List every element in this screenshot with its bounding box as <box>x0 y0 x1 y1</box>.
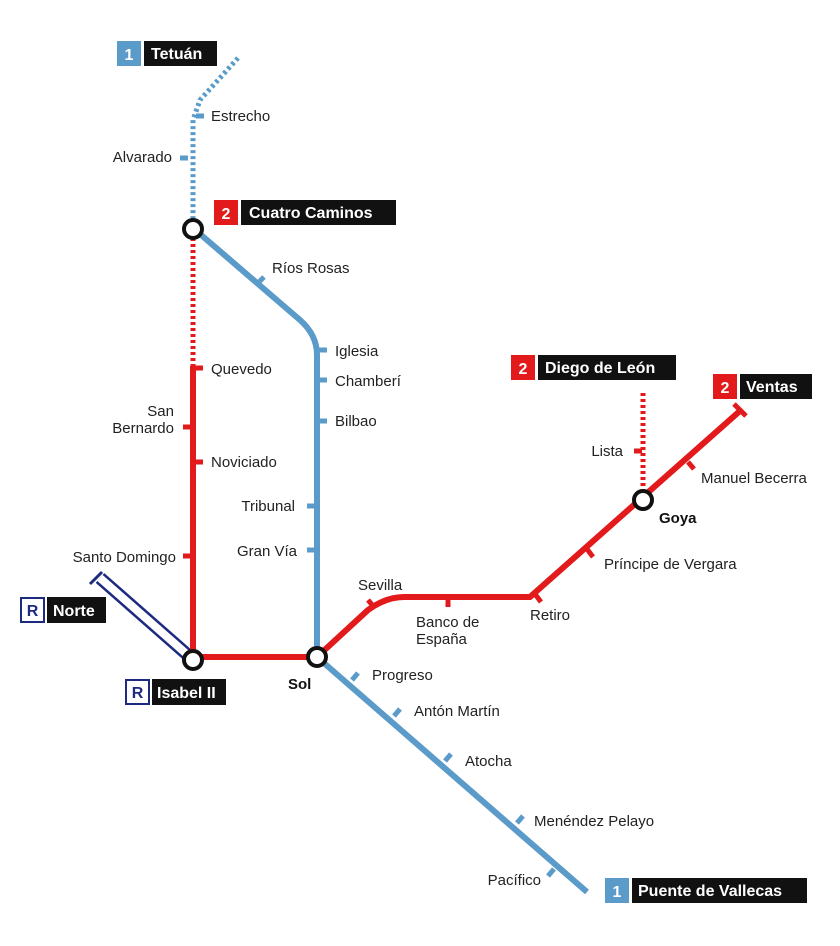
ramal-badge-letter: R <box>27 603 39 620</box>
line-1-badge-number: 1 <box>125 47 134 64</box>
ramal-badge-norte <box>20 597 45 623</box>
station-banco-espana-line1[interactable]: Banco de <box>416 614 479 631</box>
station-anton-martin[interactable]: Antón Martín <box>414 703 500 720</box>
line-2-badge-ventas <box>713 374 737 399</box>
line-2-badge-cuatro <box>214 200 238 225</box>
ramal-badge-isabel <box>125 679 150 705</box>
interchange-isabel-ii[interactable] <box>182 649 204 671</box>
tick-menendez-pelayo <box>515 814 525 825</box>
line-1-badge-vallecas <box>605 878 629 903</box>
terminus-cuatro-caminos[interactable]: 2 Cuatro Caminos <box>214 200 396 225</box>
line-1-badge <box>117 41 141 66</box>
tick-retiro <box>533 592 543 604</box>
terminus-diego-de-leon-bg <box>538 355 676 380</box>
station-manuel-becerra[interactable]: Manuel Becerra <box>701 470 808 487</box>
station-goya[interactable]: Goya <box>659 510 697 527</box>
terminus-ventas[interactable]: 2 Ventas <box>713 374 812 399</box>
station-lista[interactable]: Lista <box>591 443 623 460</box>
station-bilbao[interactable]: Bilbao <box>335 413 377 430</box>
tick-rios-rosas <box>256 275 266 285</box>
station-principe-vergara[interactable]: Príncipe de Vergara <box>604 556 737 573</box>
line-2-badge-number: 2 <box>519 361 528 378</box>
terminus-cuatro-caminos-bg <box>241 200 396 225</box>
interchange-cuatro-caminos[interactable] <box>182 218 204 240</box>
station-progreso[interactable]: Progreso <box>372 667 433 684</box>
station-chamberi[interactable]: Chamberí <box>335 373 402 390</box>
station-labels: Estrecho Alvarado Ríos Rosas Iglesia Cha… <box>73 108 808 889</box>
station-san-bernardo-line1[interactable]: San <box>147 403 174 420</box>
tick-atocha <box>443 752 453 763</box>
station-iglesia[interactable]: Iglesia <box>335 343 379 360</box>
terminus-diego-de-leon[interactable]: 2 Diego de León <box>511 355 676 380</box>
line-2-badge-diego <box>511 355 535 380</box>
terminus-tetuan-label: Tetuán <box>151 46 202 63</box>
terminus-isabel-ii-bg <box>152 679 226 705</box>
station-sevilla[interactable]: Sevilla <box>358 577 403 594</box>
station-pacifico[interactable]: Pacífico <box>488 872 541 889</box>
station-santo-domingo[interactable]: Santo Domingo <box>73 549 176 566</box>
terminus-cuatro-caminos-label: Cuatro Caminos <box>249 205 373 222</box>
line-2-badge-number: 2 <box>721 380 730 397</box>
station-quevedo[interactable]: Quevedo <box>211 361 272 378</box>
terminus-isabel-ii[interactable]: R Isabel II <box>125 679 226 705</box>
station-rios-rosas[interactable]: Ríos Rosas <box>272 260 350 277</box>
tick-progreso <box>350 671 360 682</box>
station-estrecho[interactable]: Estrecho <box>211 108 270 125</box>
line-1-badge-number: 1 <box>613 884 622 901</box>
ramal-badge-letter: R <box>132 685 144 702</box>
ramal-line <box>88 570 195 662</box>
station-sol[interactable]: Sol <box>288 676 311 693</box>
terminus-isabel-ii-label: Isabel II <box>157 685 216 702</box>
line-1-main <box>191 225 589 895</box>
station-tribunal[interactable]: Tribunal <box>241 498 295 515</box>
terminus-diego-de-leon-label: Diego de León <box>545 360 655 377</box>
station-banco-espana-line2[interactable]: España <box>416 631 468 648</box>
line-1 <box>180 56 589 895</box>
station-san-bernardo-line2[interactable]: Bernardo <box>112 420 174 437</box>
terminus-norte-label: Norte <box>53 603 95 620</box>
terminus-norte-bg <box>47 597 106 623</box>
tick-anton-martin <box>392 707 402 718</box>
line-1-north-dotted <box>190 56 240 228</box>
interchanges <box>182 218 654 671</box>
ramal-track-inner <box>97 574 193 661</box>
interchange-goya[interactable] <box>632 489 654 511</box>
terminus-tetuan-bg <box>144 41 217 66</box>
station-gran-via[interactable]: Gran Vía <box>237 543 298 560</box>
station-noviciado[interactable]: Noviciado <box>211 454 277 471</box>
tick-manuel-becerra <box>686 460 696 471</box>
tick-pacifico <box>546 867 556 878</box>
terminus-ventas-bg <box>740 374 812 399</box>
terminus-puente-de-vallecas-bg <box>632 878 807 903</box>
ramal-end-cap <box>88 570 104 586</box>
station-alvarado[interactable]: Alvarado <box>113 149 172 166</box>
terminus-puente-de-vallecas-label: Puente de Vallecas <box>638 883 782 900</box>
terminus-ventas-label: Ventas <box>746 379 798 396</box>
station-retiro[interactable]: Retiro <box>530 607 570 624</box>
interchange-sol[interactable] <box>306 646 328 668</box>
terminus-puente-de-vallecas[interactable]: 1 Puente de Vallecas <box>605 878 807 903</box>
station-menendez-pelayo[interactable]: Menéndez Pelayo <box>534 813 654 830</box>
terminus-tetuan[interactable]: 1 Tetuán <box>117 41 217 66</box>
line-2-ventas-cap <box>732 402 748 418</box>
terminus-norte[interactable]: R Norte <box>20 597 106 623</box>
station-atocha[interactable]: Atocha <box>465 753 512 770</box>
tick-principe-vergara <box>585 547 595 559</box>
line-2-main <box>190 366 743 660</box>
line-2-badge-number: 2 <box>222 206 231 223</box>
line-2 <box>183 232 748 660</box>
tick-sevilla <box>366 598 376 609</box>
